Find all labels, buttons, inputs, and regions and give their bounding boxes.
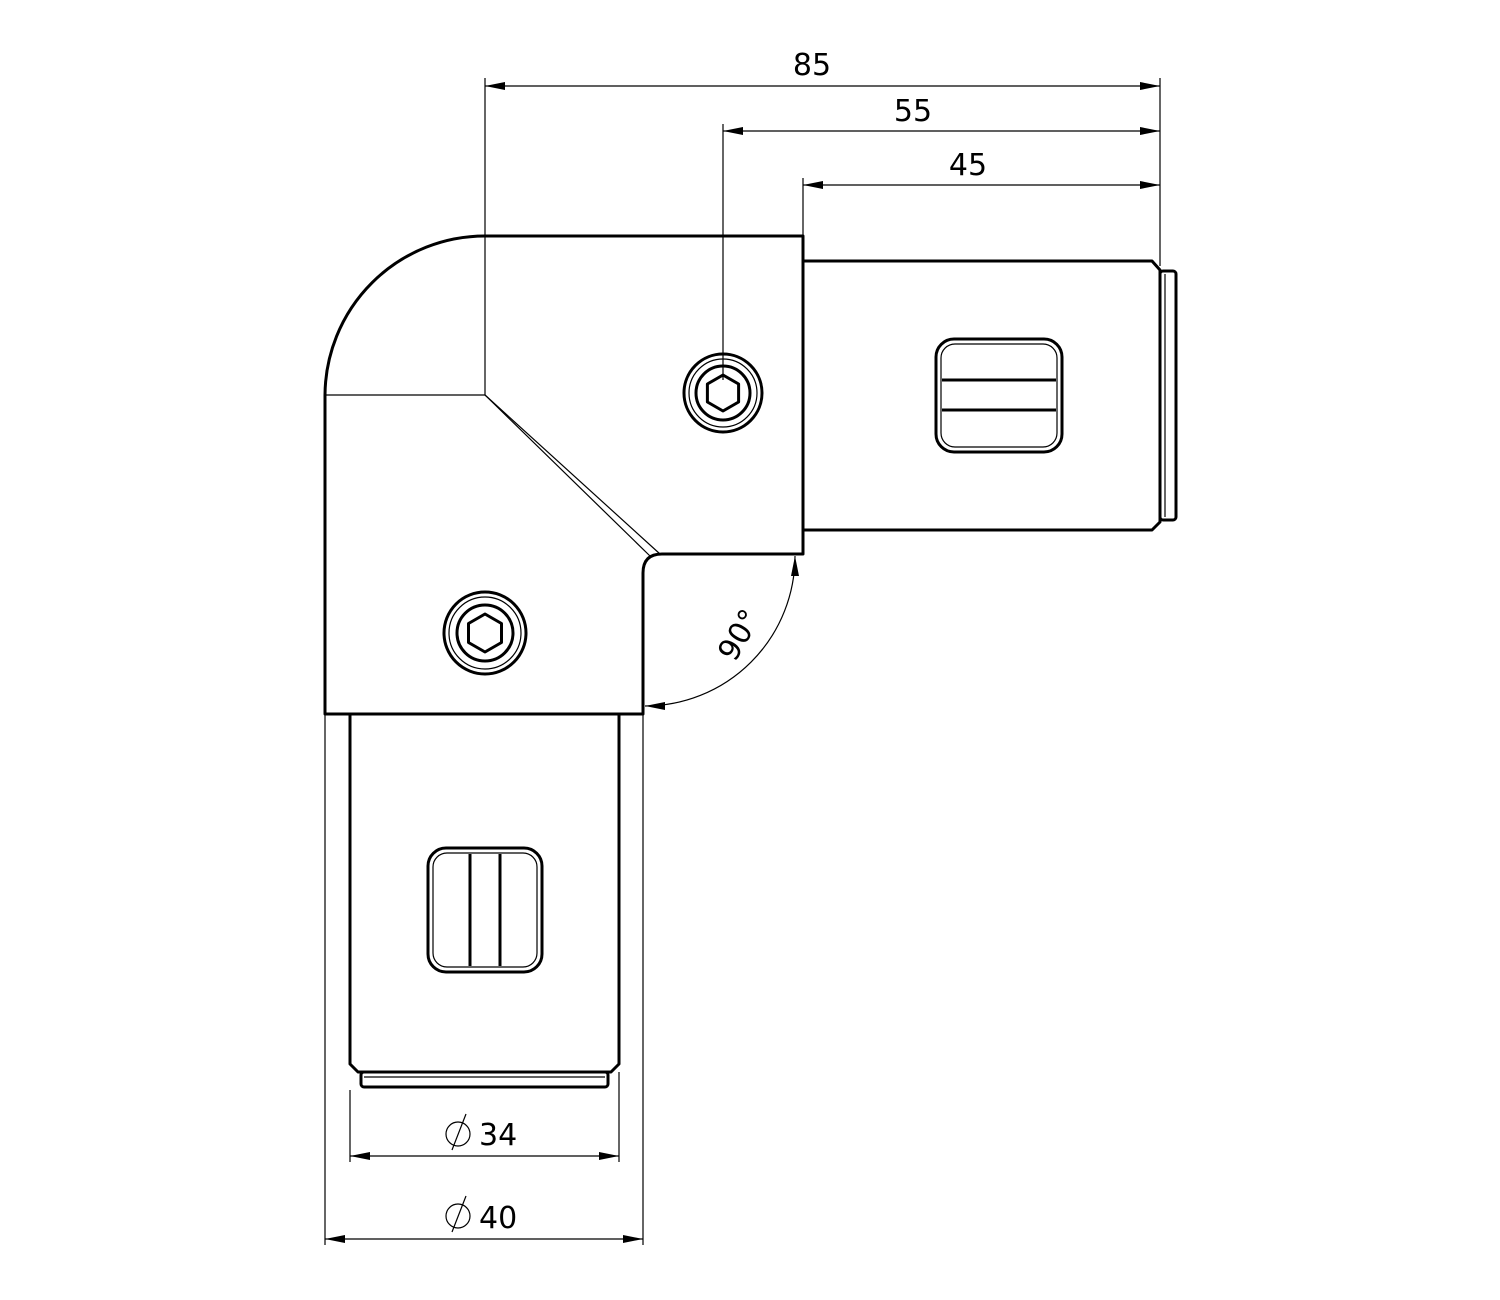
dimension-55: 55 xyxy=(723,94,1160,135)
hex-screw-icon xyxy=(442,590,528,676)
bottom-slot xyxy=(426,846,544,974)
dimension-diameter-40: 40 xyxy=(325,1195,643,1243)
extension-lines xyxy=(324,78,1161,1245)
dimension-85: 85 xyxy=(485,48,1160,90)
dimension-label: 40 xyxy=(479,1201,517,1236)
dimension-label: 90° xyxy=(711,603,768,667)
dimension-label: 55 xyxy=(894,94,932,129)
dimension-angle: 90° xyxy=(644,555,799,710)
dimension-label: 34 xyxy=(479,1118,517,1153)
diameter-symbol-icon xyxy=(445,1113,471,1151)
dimension-45: 45 xyxy=(803,148,1160,189)
dimension-diameter-34: 34 xyxy=(350,1113,619,1160)
right-tube xyxy=(803,259,1178,532)
bottom-tube xyxy=(348,714,621,1089)
dimension-label: 85 xyxy=(793,48,831,83)
diameter-symbol-icon xyxy=(445,1195,471,1233)
dimension-label: 45 xyxy=(949,148,987,183)
right-slot xyxy=(934,337,1064,454)
